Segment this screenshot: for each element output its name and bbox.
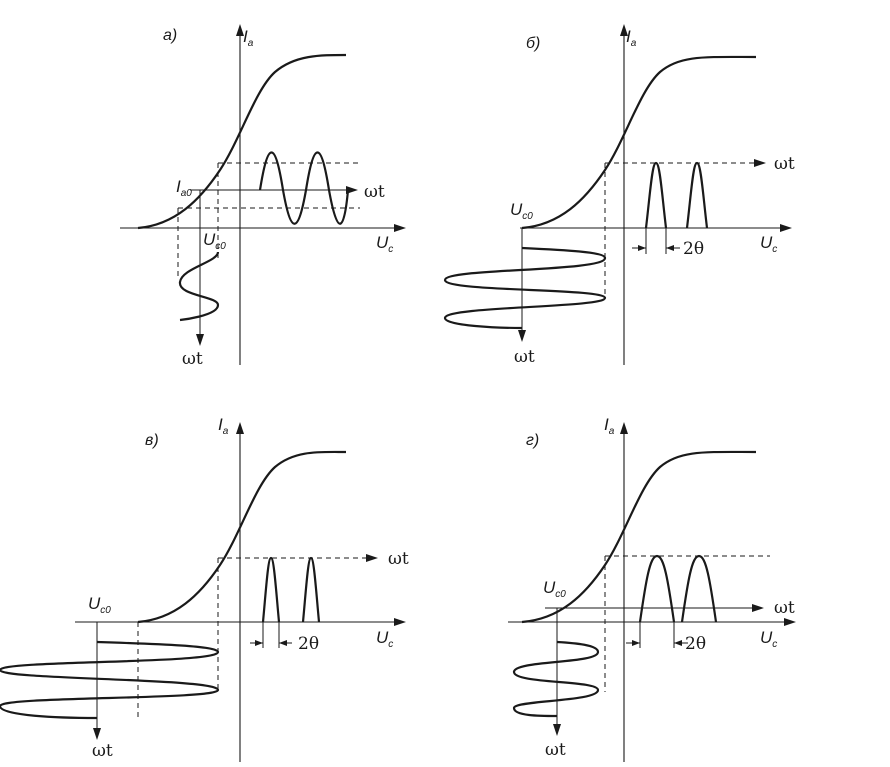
y-axis-arrow xyxy=(236,422,244,434)
input-waveform xyxy=(443,246,607,330)
y-axis-label: Ia xyxy=(218,415,229,437)
bias-label: Uc0 xyxy=(88,594,111,616)
x-axis-arrow xyxy=(780,224,792,232)
angle-arrowhead-left xyxy=(638,245,646,251)
input-waveform xyxy=(0,640,220,720)
x-axis-arrow xyxy=(394,224,406,232)
wt-right-label: ωt xyxy=(364,182,385,202)
ia0-label: Ia0 xyxy=(176,177,192,199)
panel-v: в) Ia Uc ωt 2θ Uc0 ωt xyxy=(0,415,409,762)
x-axis-label: Uc xyxy=(760,628,777,650)
input-waveform xyxy=(512,640,600,718)
wt-down-label: ωt xyxy=(514,347,535,367)
y-axis-label: Ia xyxy=(626,27,637,49)
panel-label: б) xyxy=(526,35,540,52)
transfer-curve xyxy=(521,450,757,624)
uc0-axis-arrow xyxy=(196,334,204,346)
output-pulse-1 xyxy=(261,556,281,623)
panel-a: а) Ia Uc Ia0 ωt Uc0 ωt xyxy=(120,24,406,369)
x-axis-label: Uc xyxy=(760,233,777,255)
uc0-axis-arrow xyxy=(93,728,101,740)
wt-right-arrow xyxy=(754,159,766,167)
panel-label: г) xyxy=(526,432,539,449)
panel-label: в) xyxy=(145,432,159,449)
angle-label: 2θ xyxy=(298,634,319,654)
bias-label: Uc0 xyxy=(543,578,566,600)
angle-arrowhead-left xyxy=(632,640,640,646)
bias-label: Uc0 xyxy=(203,230,226,252)
output-waveform xyxy=(258,151,350,225)
y-axis-arrow xyxy=(620,422,628,434)
wt-right-label: ωt xyxy=(388,549,409,569)
y-axis-arrow xyxy=(236,24,244,36)
uc0-axis-arrow xyxy=(553,724,561,736)
transfer-curve xyxy=(521,55,757,230)
wt-down-label: ωt xyxy=(182,349,203,369)
ia0-axis-arrow xyxy=(346,186,358,194)
output-pulse-2 xyxy=(301,556,321,623)
panel-g: г) Ia Uc ωt 2θ Uc0 ωt xyxy=(508,415,796,762)
panel-label: а) xyxy=(163,27,177,44)
output-pulse-2 xyxy=(685,161,709,229)
y-axis-arrow xyxy=(620,24,628,36)
x-axis-label: Uc xyxy=(376,628,393,650)
angle-arrowhead-right xyxy=(666,245,674,251)
panel-b: б) Ia Uc ωt 2θ Uc0 ωt xyxy=(443,24,795,367)
input-waveform xyxy=(178,251,220,322)
wt-right-arrow xyxy=(366,554,378,562)
angle-arrowhead-right xyxy=(279,640,287,646)
wt-right-arrow xyxy=(752,604,764,612)
output-pulse-2 xyxy=(680,554,718,623)
transfer-curve xyxy=(137,53,347,230)
x-axis-arrow xyxy=(784,618,796,626)
x-axis-label: Uc xyxy=(376,233,393,255)
wt-down-label: ωt xyxy=(92,741,113,761)
x-axis-arrow xyxy=(394,618,406,626)
transfer-curve xyxy=(137,450,347,624)
angle-label: 2θ xyxy=(683,239,704,259)
wt-down-label: ωt xyxy=(545,740,566,760)
output-pulse-1 xyxy=(644,161,668,229)
angle-arrowhead-right xyxy=(674,640,682,646)
angle-label: 2θ xyxy=(685,634,706,654)
wt-right-label: ωt xyxy=(774,154,795,174)
bias-label: Uc0 xyxy=(510,200,533,222)
angle-arrowhead-left xyxy=(255,640,263,646)
wt-right-label: ωt xyxy=(774,598,795,618)
y-axis-label: Ia xyxy=(243,27,254,49)
y-axis-label: Ia xyxy=(604,415,615,437)
uc0-axis-arrow xyxy=(518,330,526,342)
output-pulse-1 xyxy=(638,554,676,623)
